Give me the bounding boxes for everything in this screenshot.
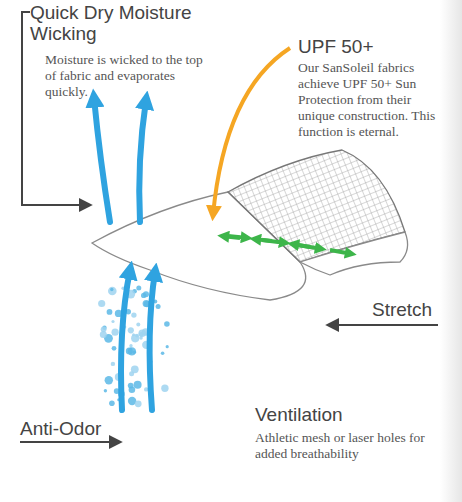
- stretch-arrows: [222, 236, 352, 254]
- leader-line: [20, 441, 120, 443]
- side-panel: [440, 0, 462, 502]
- bubble: [134, 381, 142, 389]
- bubble: [131, 365, 139, 373]
- bubble: [110, 288, 113, 291]
- feature-description: Moisture is wicked to the top of fabric …: [45, 52, 205, 100]
- bubble: [131, 334, 139, 342]
- bubble: [104, 389, 107, 392]
- bubble: [129, 344, 132, 347]
- bubble: [105, 376, 113, 384]
- bubble: [141, 293, 146, 298]
- feature-heading: Ventilation: [255, 404, 435, 425]
- bubble: [156, 304, 161, 309]
- feature-heading: Quick Dry Moisture Wicking: [30, 2, 198, 44]
- bubble: [161, 385, 168, 392]
- bubble: [164, 321, 170, 327]
- bubble: [111, 320, 114, 323]
- feature-heading: UPF 50+: [298, 36, 448, 57]
- bubble: [129, 386, 136, 393]
- bubble: [101, 326, 107, 332]
- bubble: [112, 346, 117, 351]
- bubble: [112, 329, 119, 336]
- bubble: [131, 312, 136, 317]
- bubble: [136, 323, 140, 327]
- bubble: [135, 400, 142, 407]
- bubble: [128, 347, 136, 355]
- feature-heading: Stretch: [372, 299, 452, 320]
- feature-description: Our SanSoleil fabrics achieve UPF 50+ Su…: [298, 60, 448, 140]
- bubble: [136, 285, 141, 290]
- bubble: [139, 336, 143, 340]
- odor-bubbles: [98, 285, 170, 407]
- bubble: [111, 362, 115, 366]
- feature-heading: Anti-Odor: [20, 418, 130, 439]
- bubble: [109, 401, 115, 407]
- moisture-arrows: [94, 98, 155, 410]
- feature-description: Athletic mesh or laser holes for added b…: [255, 430, 430, 462]
- fabric-curl: [300, 232, 408, 275]
- bubble: [98, 300, 105, 307]
- bubble: [107, 309, 113, 315]
- leader-line: [328, 324, 438, 326]
- bubble: [166, 345, 169, 348]
- bubble: [108, 287, 117, 296]
- bubble: [161, 351, 165, 355]
- bubble: [128, 327, 134, 333]
- sun-arrow: [213, 48, 290, 215]
